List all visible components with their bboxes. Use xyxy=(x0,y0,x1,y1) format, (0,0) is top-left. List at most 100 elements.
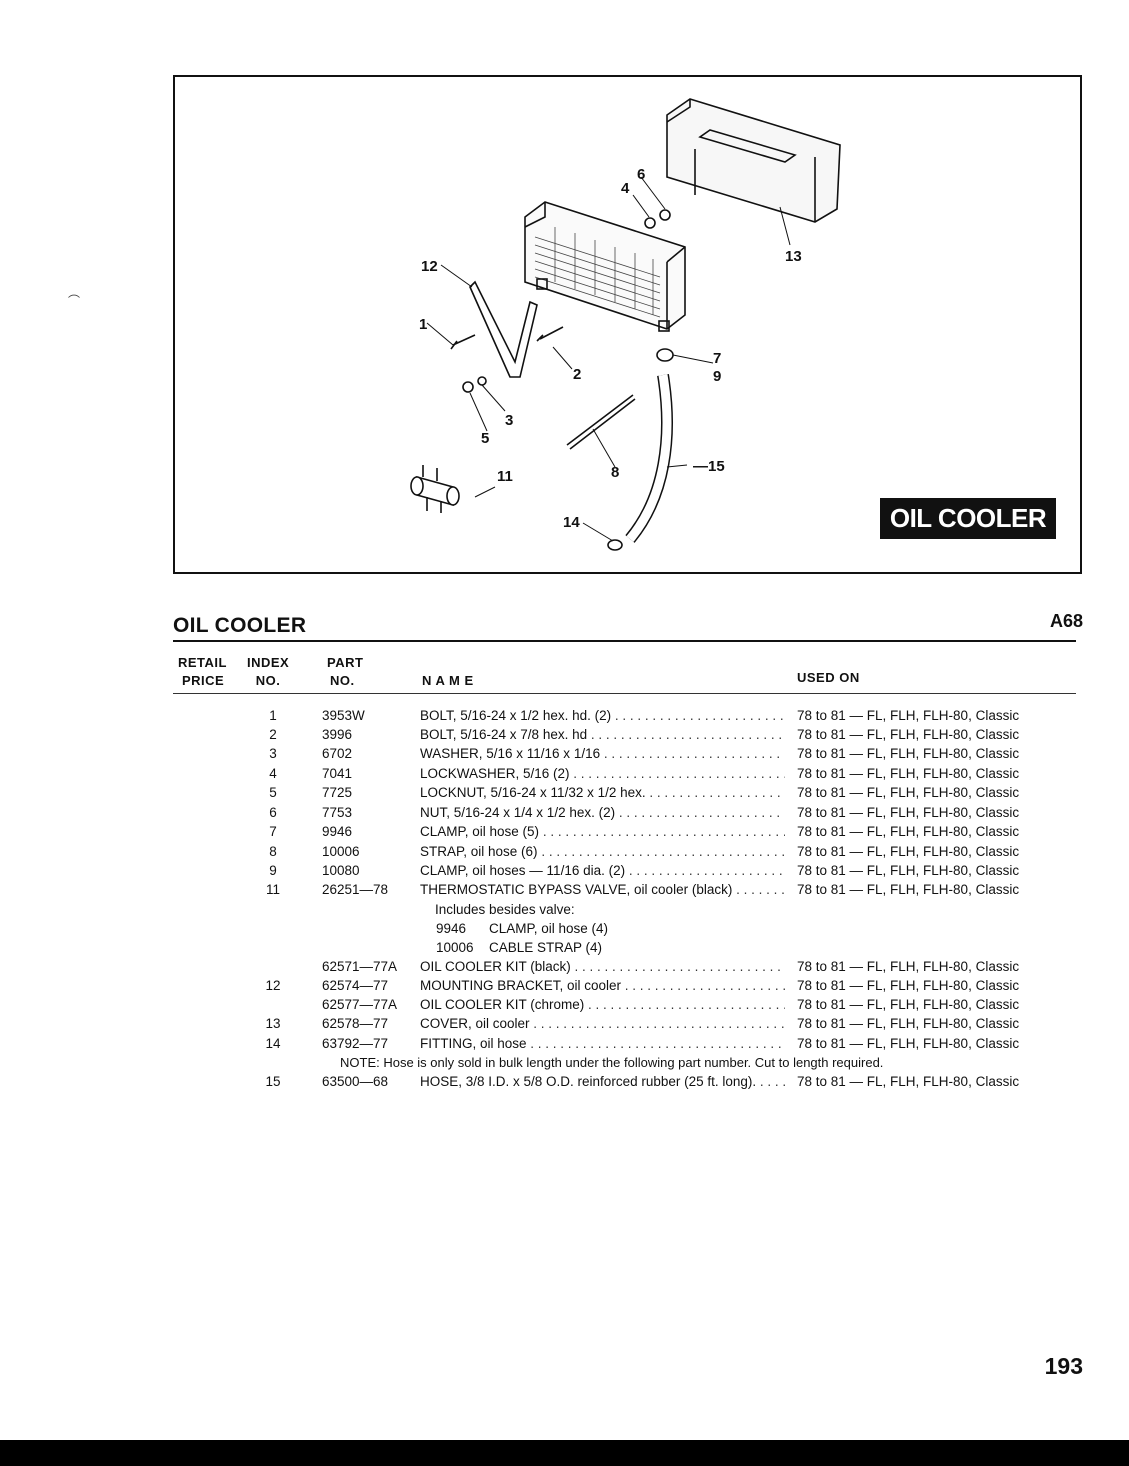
index-cell: 12 xyxy=(265,978,281,993)
index-cell: 2 xyxy=(269,727,277,742)
callout-1: 1 xyxy=(419,316,427,333)
page-number: 193 xyxy=(1044,1353,1083,1379)
bolt-1-drawing xyxy=(450,334,476,350)
callout-15: —15 xyxy=(693,458,725,475)
index-cell: 9 xyxy=(269,863,277,878)
index-cell: 4 xyxy=(269,766,277,781)
callout-9: 9 xyxy=(713,368,721,385)
name-cell: BOLT, 5/16-24 x 1/2 hex. hd. (2) . . . .… xyxy=(420,708,785,723)
name-cell: HOSE, 3/8 I.D. x 5/8 O.D. reinforced rub… xyxy=(420,1074,785,1089)
used-on-cell: 78 to 81 — FL, FLH, FLH-80, Classic xyxy=(797,1016,1020,1031)
name-cell: BOLT, 5/16-24 x 7/8 hex. hd . . . . . . … xyxy=(420,727,785,742)
scan-mark: ⌒ xyxy=(68,294,81,308)
used-on-cell: 78 to 81 — FL, FLH, FLH-80, Classic xyxy=(797,882,1020,897)
name-cell: MOUNTING BRACKET, oil cooler . . . . . .… xyxy=(420,978,785,993)
name-cell: THERMOSTATIC BYPASS VALVE, oil cooler (b… xyxy=(420,882,785,897)
part-number-cell: 63792—77 xyxy=(322,1036,389,1051)
part-number-cell: 7753 xyxy=(322,805,353,820)
used-on-cell: 78 to 81 — FL, FLH, FLH-80, Classic xyxy=(797,863,1020,878)
table-row: 2 3996 BOLT, 5/16-24 x 7/8 hex. hd . . . .… xyxy=(0,725,1129,744)
used-on-cell: 78 to 81 — FL, FLH, FLH-80, Classic xyxy=(797,844,1020,859)
index-cell: 3 xyxy=(269,746,277,761)
index-cell: 11 xyxy=(265,882,280,897)
name-cell: CLAMP, oil hoses — 11/16 dia. (2) . . . … xyxy=(420,863,785,878)
callout-3: 3 xyxy=(505,412,513,429)
used-on-cell: 78 to 81 — FL, FLH, FLH-80, Classic xyxy=(797,746,1020,761)
table-row: 4 7041 LOCKWASHER, 5/16 (2) . . . . . . . … xyxy=(0,764,1129,783)
oil-cooler-exploded-view: 12 1 2 3 5 4 6 7 9 13 8 —15 11 14 xyxy=(410,98,841,551)
used-on-cell: 78 to 81 — FL, FLH, FLH-80, Classic xyxy=(797,824,1020,839)
part-number-cell: 6702 xyxy=(322,746,353,761)
part-number-cell: 3996 xyxy=(322,727,353,742)
index-cell: 15 xyxy=(265,1074,281,1089)
part-number-cell: 26251—78 xyxy=(322,882,389,897)
table-row: 5 7725 LOCKNUT, 5/16-24 x 11/32 x 1/2 hex.… xyxy=(0,783,1129,802)
used-on-cell: 78 to 81 — FL, FLH, FLH-80, Classic xyxy=(797,785,1020,800)
name-cell: LOCKNUT, 5/16-24 x 11/32 x 1/2 hex. . . … xyxy=(420,785,785,800)
table-row: 9 10080 CLAMP, oil hoses — 11/16 dia. (2) … xyxy=(0,861,1129,880)
part-number-cell: 63500—68 xyxy=(322,1074,389,1089)
valve-includes-heading: Includes besides valve: xyxy=(435,902,575,917)
scan-bottom-band xyxy=(0,1440,1129,1466)
index-cell: 5 xyxy=(269,785,277,800)
table-row: 3 6702 WASHER, 5/16 x 11/16 x 1/16 . . . .… xyxy=(0,744,1129,763)
callout-11: 11 xyxy=(497,468,513,485)
callout-6: 6 xyxy=(637,166,645,183)
name-cell: OIL COOLER KIT (black) . . . . . . . . .… xyxy=(420,959,785,974)
used-on-cell: 78 to 81 — FL, FLH, FLH-80, Classic xyxy=(797,978,1020,993)
hose-note: NOTE: Hose is only sold in bulk length u… xyxy=(340,1055,884,1070)
column-header-name: N A M E xyxy=(422,673,474,688)
part-number-cell: 10006 xyxy=(322,844,360,859)
name-cell: WASHER, 5/16 x 11/16 x 1/16 . . . . . . … xyxy=(420,746,785,761)
name-cell: STRAP, oil hose (6) . . . . . . . . . . … xyxy=(420,844,785,859)
part-number-cell: 7725 xyxy=(322,785,353,800)
table-row: 11 26251—78 THERMOSTATIC BYPASS VALVE, oil… xyxy=(0,880,1129,899)
valve-include-part: 9946 xyxy=(436,921,467,936)
name-cell: OIL COOLER KIT (chrome) . . . . . . . . … xyxy=(420,997,785,1012)
used-on-cell: 78 to 81 — FL, FLH, FLH-80, Classic xyxy=(797,1074,1020,1089)
callout-8: 8 xyxy=(611,464,619,481)
callout-5: 5 xyxy=(481,430,489,447)
valve-include-name: CABLE STRAP (4) xyxy=(489,940,603,955)
index-cell: 13 xyxy=(265,1016,281,1031)
section-rule xyxy=(173,640,1076,642)
name-cell: NUT, 5/16-24 x 1/4 x 1/2 hex. (2) . . . … xyxy=(420,805,785,820)
cover-drawing xyxy=(666,98,841,223)
part-number-cell: 10080 xyxy=(322,863,360,878)
strap-drawing xyxy=(566,394,636,450)
used-on-cell: 78 to 81 — FL, FLH, FLH-80, Classic xyxy=(797,805,1020,820)
used-on-cell: 78 to 81 — FL, FLH, FLH-80, Classic xyxy=(797,727,1020,742)
callout-13: 13 xyxy=(785,248,802,265)
section-code: A68 xyxy=(1049,611,1083,631)
used-on-cell: 78 to 81 — FL, FLH, FLH-80, Classic xyxy=(797,708,1020,723)
valve-include-part: 10006 xyxy=(436,940,474,955)
name-cell: LOCKWASHER, 5/16 (2) . . . . . . . . . .… xyxy=(420,766,785,781)
part-number-cell: 62577—77A xyxy=(322,997,398,1012)
column-header-used-on: USED ON xyxy=(797,670,860,685)
header-rule xyxy=(173,693,1076,694)
cooler-core-drawing xyxy=(524,201,686,332)
name-cell: CLAMP, oil hose (5) . . . . . . . . . . … xyxy=(420,824,785,839)
valve-drawing xyxy=(410,465,460,513)
index-cell: 7 xyxy=(269,824,277,839)
callout-2: 2 xyxy=(573,366,581,383)
used-on-cell: 78 to 81 — FL, FLH, FLH-80, Classic xyxy=(797,997,1020,1012)
valve-include-name: CLAMP, oil hose (4) xyxy=(489,921,609,936)
part-number-cell: 7041 xyxy=(322,766,353,781)
callout-7: 7 xyxy=(713,350,721,367)
callout-4: 4 xyxy=(621,180,630,197)
section-title: OIL COOLER xyxy=(173,614,307,637)
callout-12: 12 xyxy=(421,258,438,275)
washer-drawing xyxy=(462,381,474,393)
part-number-cell: 3953W xyxy=(322,708,365,723)
table-row: 15 63500—68 HOSE, 3/8 I.D. x 5/8 O.D. rein… xyxy=(0,1072,1129,1091)
